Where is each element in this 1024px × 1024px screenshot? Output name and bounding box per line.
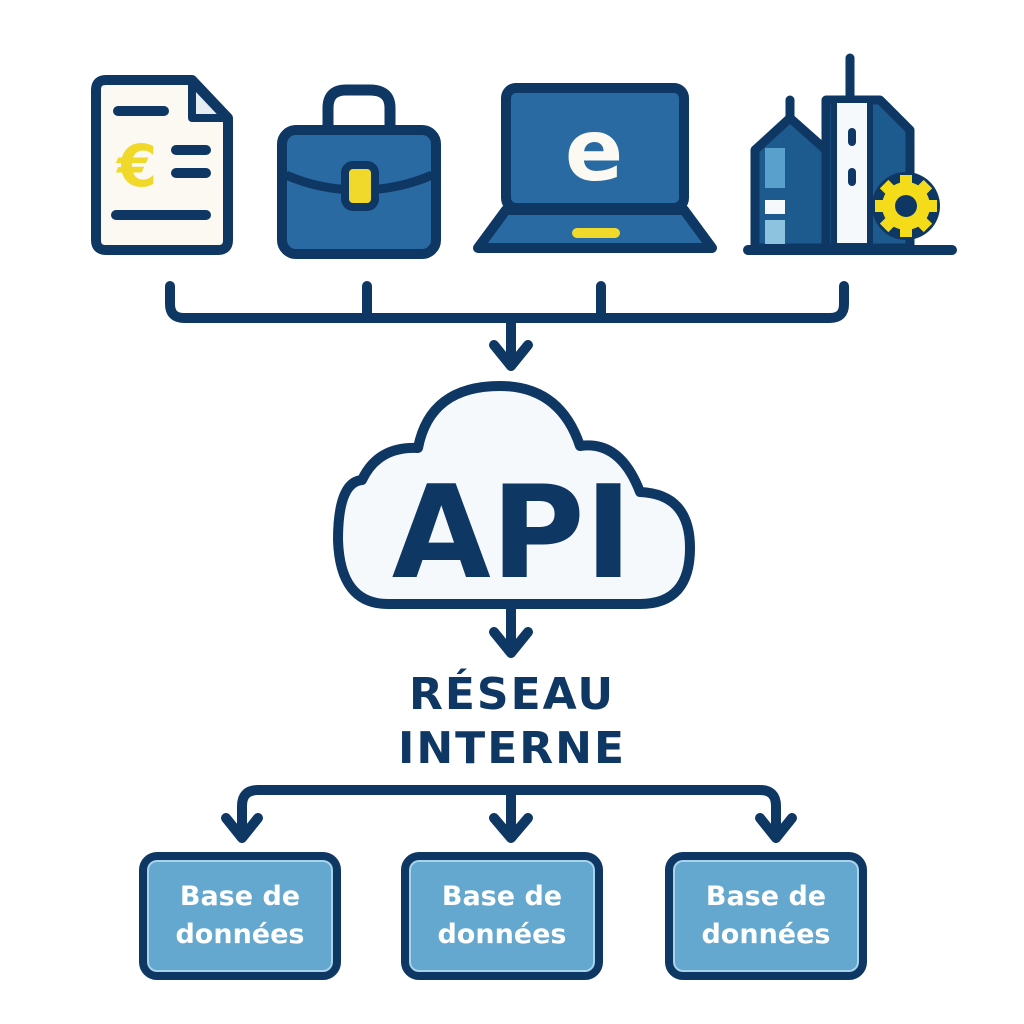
database-box-3: Base de données	[665, 852, 867, 980]
database-label-line2: données	[437, 919, 567, 950]
database-box-2: Base de données	[401, 852, 603, 980]
database-label-line1: Base de	[441, 881, 563, 912]
cloud-icon: API	[333, 381, 695, 609]
laptop-icon: e	[473, 83, 717, 253]
network-label: RÉSEAU INTERNE	[312, 668, 712, 776]
api-label: API	[392, 459, 633, 608]
database-box-1: Base de données	[139, 852, 341, 980]
network-label-line1: RÉSEAU	[408, 669, 616, 720]
database-label-line1: Base de	[179, 881, 301, 912]
buildings-gear-icon	[743, 53, 957, 255]
euro-symbol: €	[115, 132, 157, 200]
briefcase-icon	[277, 84, 441, 259]
merge-connector	[165, 281, 849, 371]
laptop-e-letter: e	[565, 101, 623, 201]
euro-document-icon: €	[91, 75, 233, 255]
database-label-line2: données	[701, 919, 831, 950]
network-label-line2: INTERNE	[397, 723, 627, 774]
database-label-line2: données	[175, 919, 305, 950]
distribution-connector	[221, 785, 797, 843]
api-to-network-arrow	[489, 603, 533, 658]
database-label-line1: Base de	[705, 881, 827, 912]
